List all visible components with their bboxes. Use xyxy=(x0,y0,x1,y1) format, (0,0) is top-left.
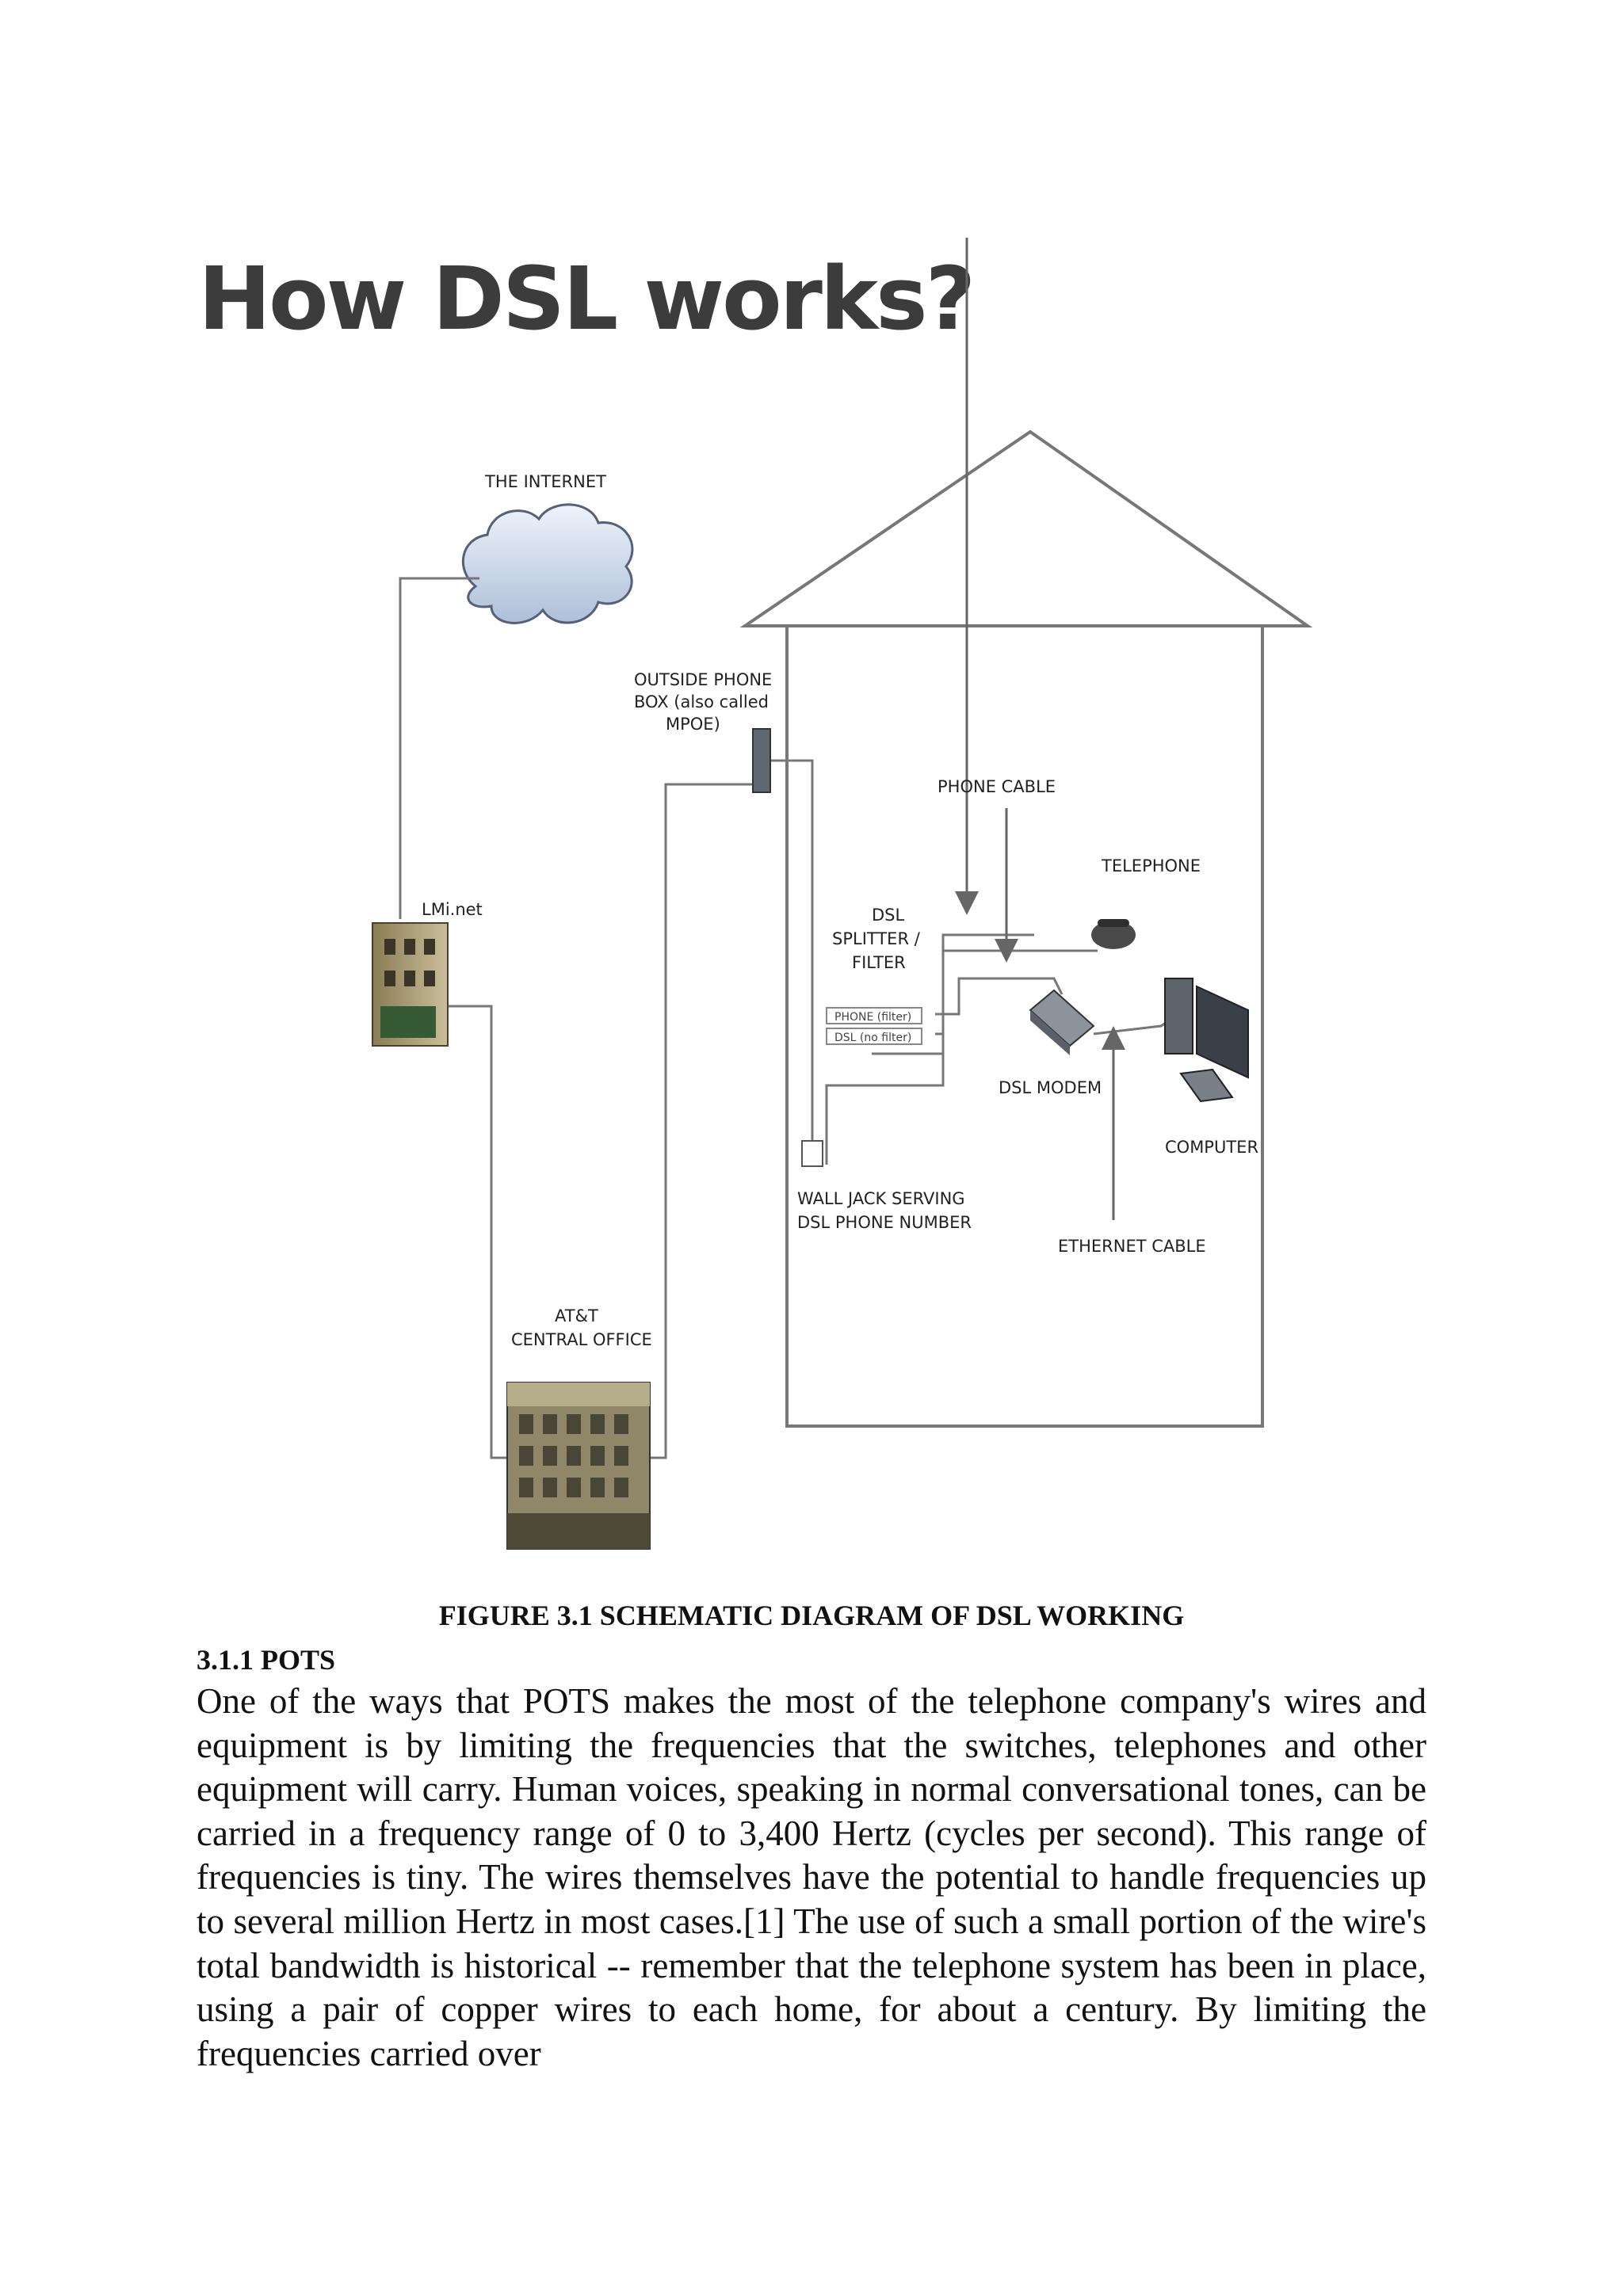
central-office-label-2: CENTRAL OFFICE xyxy=(511,1330,652,1349)
house-roof xyxy=(745,432,1308,626)
splitter-label-1: DSL xyxy=(872,906,905,925)
splitter-label-3: FILTER xyxy=(852,953,906,972)
isp-building-icon xyxy=(372,923,448,1046)
telephone-label: TELEPHONE xyxy=(1101,856,1201,875)
dsl-modem-label: DSL MODEM xyxy=(999,1078,1102,1097)
central-office-label-1: AT&T xyxy=(555,1306,598,1325)
section-heading: 3.1.1 POTS xyxy=(197,1643,335,1676)
wall-jack-label-1: WALL JACK SERVING xyxy=(797,1189,965,1208)
outside-phone-box-label-3: MPOE) xyxy=(666,715,720,734)
figure-caption: FIGURE 3.1 SCHEMATIC DIAGRAM OF DSL WORK… xyxy=(0,1599,1623,1632)
diagram-title: How DSL works? xyxy=(198,248,973,349)
splitter-label-2: SPLITTER / xyxy=(832,929,921,948)
dsl-no-filter-label: DSL (no filter) xyxy=(834,1032,911,1044)
internet-cloud-icon xyxy=(463,505,632,624)
internet-label: THE INTERNET xyxy=(484,472,606,491)
outside-phone-box-icon xyxy=(753,729,770,792)
phone-cable-label: PHONE CABLE xyxy=(938,777,1056,796)
telephone-icon xyxy=(1091,919,1136,949)
wall-jack-label-2: DSL PHONE NUMBER xyxy=(797,1213,972,1232)
phone-filter-label: PHONE (filter) xyxy=(834,1011,911,1024)
computer-label: COMPUTER xyxy=(1165,1138,1258,1157)
isp-label: LMi.net xyxy=(422,900,483,919)
outside-phone-box-label-1: OUTSIDE PHONE xyxy=(634,670,772,689)
body-paragraph: One of the ways that POTS makes the most… xyxy=(197,1680,1426,2076)
wall-jack-icon xyxy=(802,1141,823,1166)
ethernet-cable-label: ETHERNET CABLE xyxy=(1058,1237,1206,1256)
central-office-building-icon xyxy=(507,1383,650,1549)
outside-phone-box-label-2: BOX (also called xyxy=(634,692,769,711)
dsl-diagram: How DSL works? PHONE (filter) DSL (no fi… xyxy=(143,238,1490,1585)
